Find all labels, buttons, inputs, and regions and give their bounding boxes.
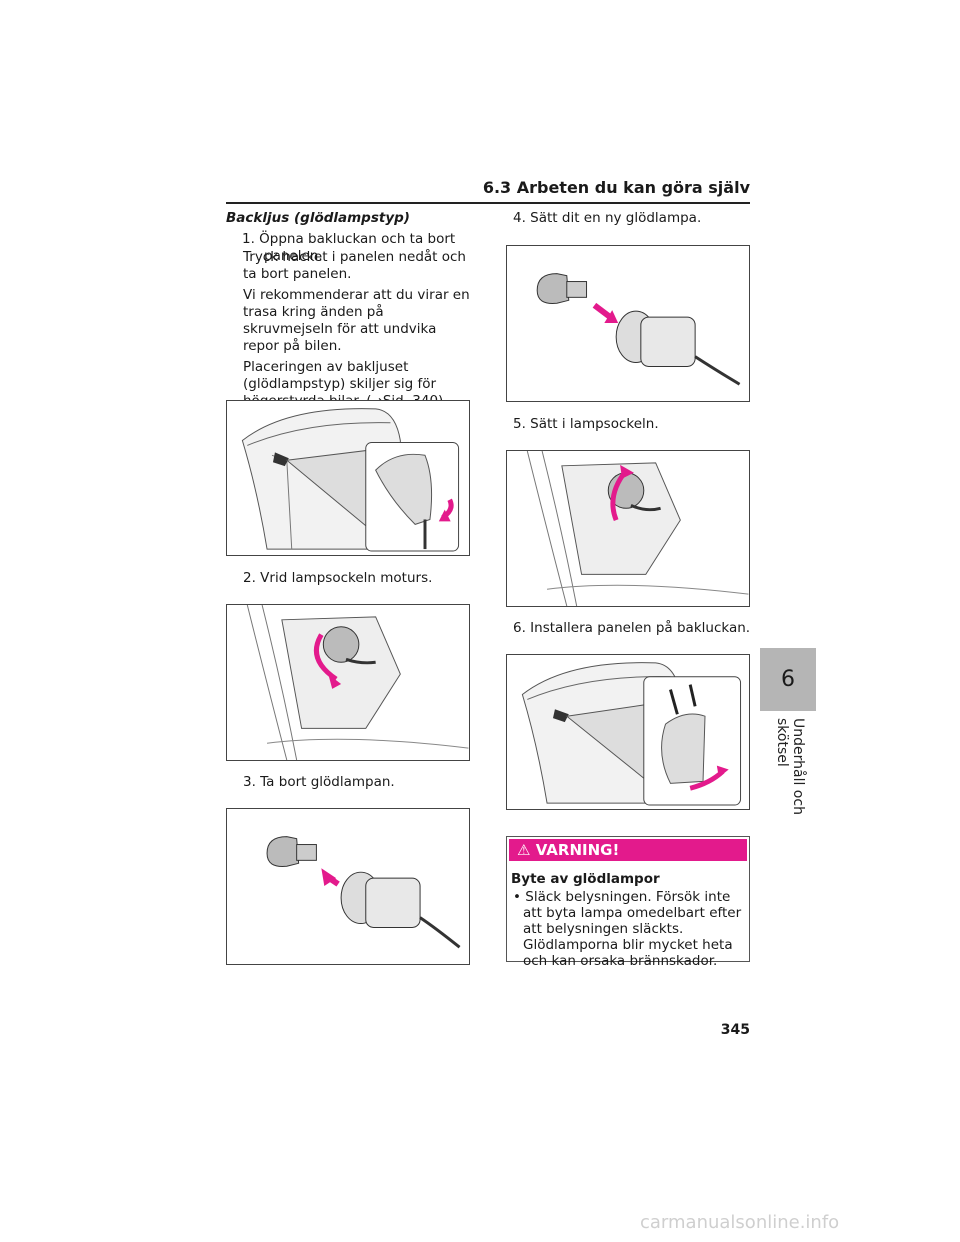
- figure-insert-socket: [506, 450, 750, 607]
- step-6: 6. Installera panelen på bakluckan.: [513, 620, 751, 636]
- illustration-bulb-removal: [266, 836, 461, 949]
- warning-box: ⚠ VARNING! Byte av glödlampor • Släck be…: [506, 836, 750, 969]
- illustration-socket-turn: [246, 605, 469, 760]
- figure-turn-socket: [226, 604, 470, 761]
- step-4: 4. Sätt dit en ny glödlampa.: [513, 210, 702, 226]
- illustration-bulb-insert: [536, 273, 741, 386]
- illustration-panel-install: [521, 662, 742, 806]
- step-1-notes: Tryck hacket i panelen nedåt och ta bort…: [243, 249, 475, 414]
- warning-label: VARNING!: [535, 841, 620, 859]
- left-column-text: Backljus (glödlampstyp) 1. Öppna bakluck…: [226, 210, 476, 269]
- warning-header: ⚠ VARNING!: [509, 839, 747, 861]
- step-1-note-1: Tryck hacket i panelen nedåt och ta bort…: [243, 249, 466, 282]
- step-3: 3. Ta bort glödlampan.: [243, 774, 395, 790]
- figure-remove-panel: [226, 400, 470, 556]
- watermark: carmanualsonline.info: [640, 1212, 840, 1233]
- warning-triangle-icon: ⚠: [517, 841, 531, 859]
- figure-install-panel: [506, 654, 750, 810]
- figure-remove-bulb: [226, 808, 470, 965]
- step-2: 2. Vrid lampsockeln moturs.: [243, 570, 433, 586]
- chapter-label: Underhåll och skötsel: [774, 718, 806, 815]
- chapter-tab: 6: [760, 648, 816, 711]
- section-heading: Backljus (glödlampstyp): [226, 210, 410, 226]
- step-1: 1. Öppna bakluckan och ta bort panelen.: [242, 231, 456, 264]
- illustration-socket-insert: [526, 451, 749, 606]
- warning-title: Byte av glödlampor: [511, 871, 660, 887]
- section-title: 6.3 Arbeten du kan göra själv: [482, 178, 750, 197]
- illustration-tailgate-panel: [241, 408, 460, 552]
- step-5: 5. Sätt i lampsockeln.: [513, 416, 659, 432]
- figure-new-bulb: [506, 245, 750, 402]
- page-number: 345: [720, 1022, 750, 1038]
- section-header: 6.3 Arbeten du kan göra själv: [226, 178, 750, 204]
- warning-item: • Släck belysningen. Försök inte att byt…: [513, 889, 742, 969]
- step-1-note-2: Vi rekommenderar att du virar en trasa k…: [243, 287, 470, 354]
- chapter-number: 6: [781, 667, 795, 692]
